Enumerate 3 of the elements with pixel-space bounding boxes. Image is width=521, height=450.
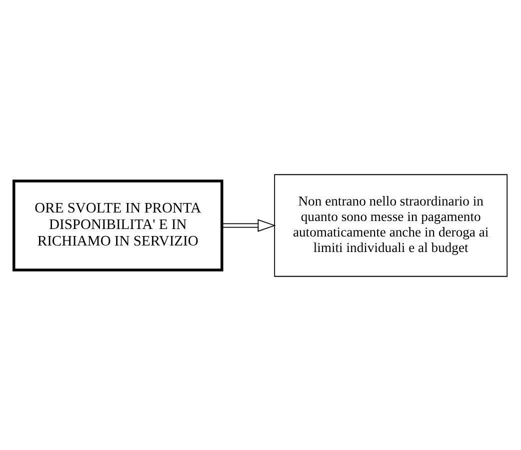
arrow bbox=[222, 218, 276, 232]
node-box: Non entrano nello straordinario in quanto sono messe in pagamento automaticamente anche in deroga ai limiti individuali e al budget bbox=[274, 174, 508, 276]
node-box: ORE SVOLTE IN PRONTA DISPONIBILITA' E IN RICHIAMO IN SERVIZIO bbox=[12, 179, 224, 271]
